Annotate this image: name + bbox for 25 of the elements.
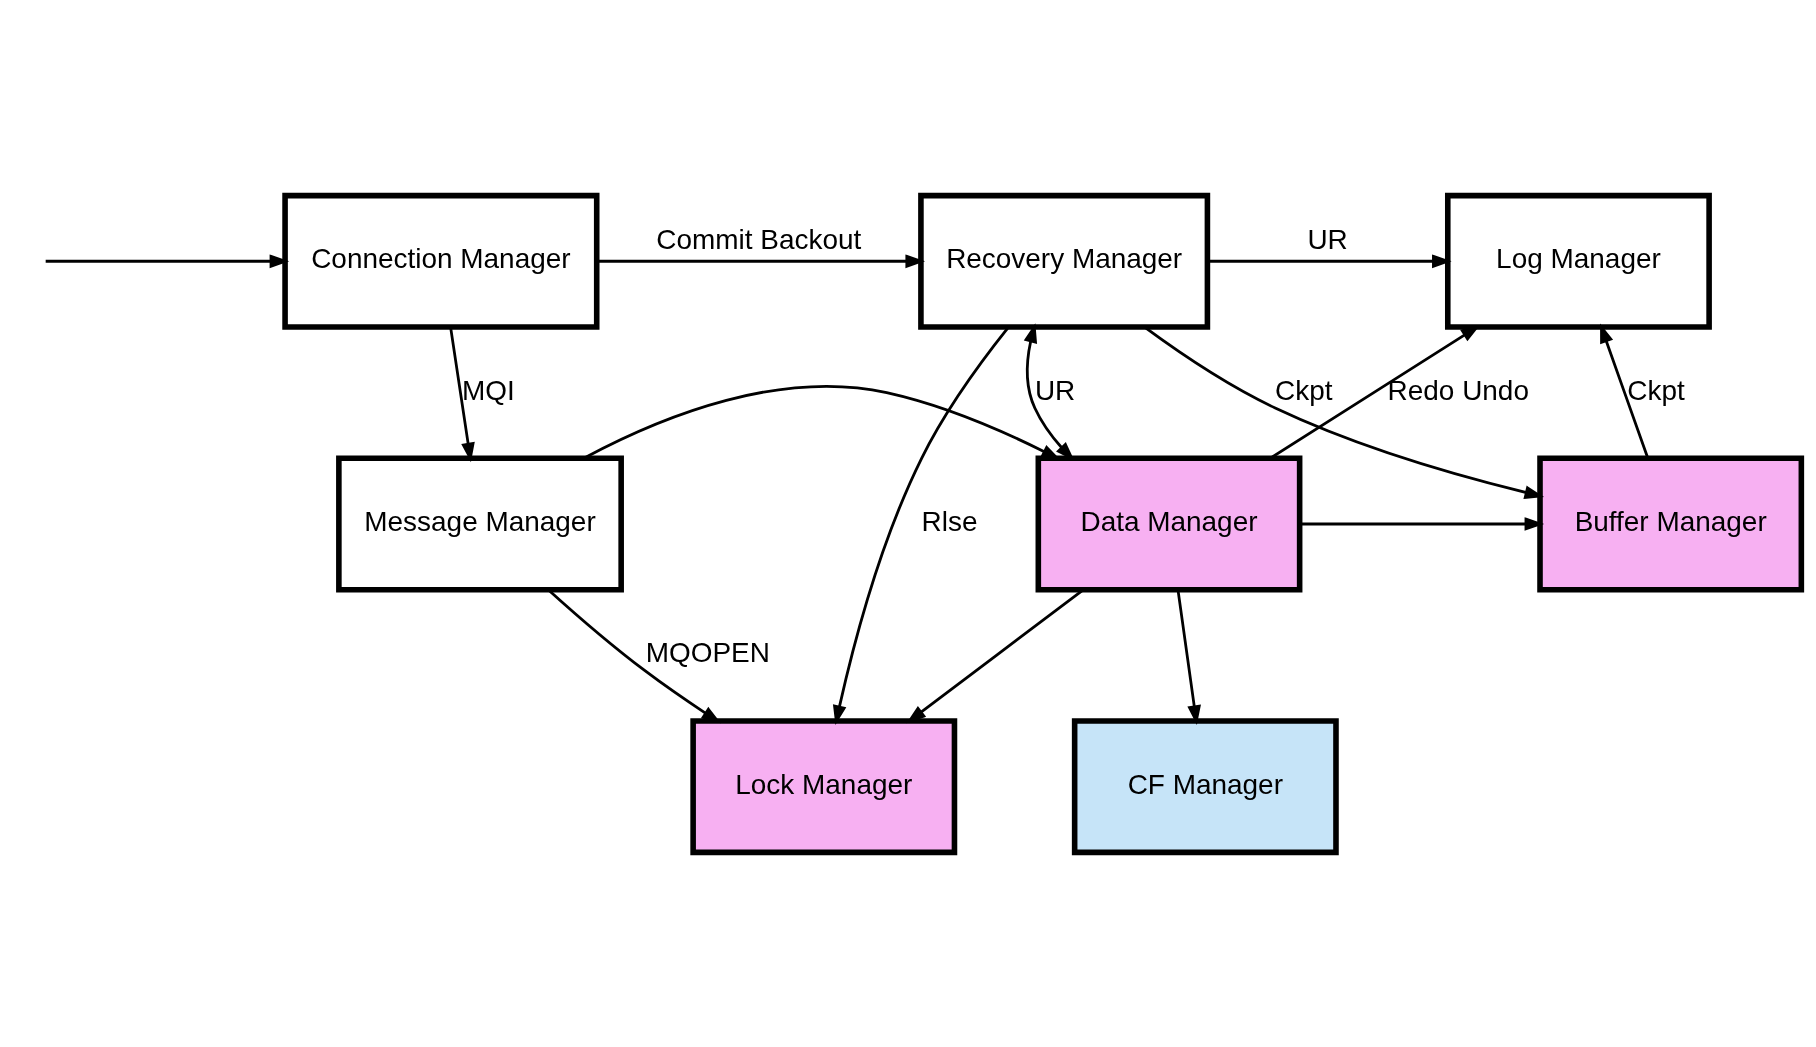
arrow xyxy=(449,326,475,462)
node-box: Lock Manager xyxy=(690,717,958,855)
arrow xyxy=(1207,253,1452,268)
node-box: Message Manager xyxy=(336,455,624,592)
edge-label: MQI xyxy=(462,374,515,406)
arrow xyxy=(1600,323,1650,458)
edge-label: Ckpt xyxy=(1275,374,1333,406)
edge-label: Ckpt xyxy=(1627,374,1685,406)
arrow xyxy=(1299,516,1545,531)
arrow xyxy=(1176,589,1201,725)
arrow xyxy=(596,253,925,268)
arrow xyxy=(832,325,1010,725)
edge-label: Commit Backout xyxy=(656,223,862,255)
node-box: Buffer Manager xyxy=(1537,455,1805,592)
edge-label: UR xyxy=(1307,223,1348,255)
node-box: Recovery Manager xyxy=(918,192,1211,330)
edge-label: MQOPEN xyxy=(645,636,770,668)
node-box: Connection Manager xyxy=(282,192,600,330)
edge-label: Rlse xyxy=(921,505,978,537)
node-box: CF Manager xyxy=(1071,717,1339,855)
edge-label: UR xyxy=(1034,374,1076,406)
node-box: Log Manager xyxy=(1445,192,1712,330)
edge-label: Redo Undo xyxy=(1387,374,1529,406)
node-box: Data Manager xyxy=(1035,455,1303,592)
arrow xyxy=(45,253,290,268)
